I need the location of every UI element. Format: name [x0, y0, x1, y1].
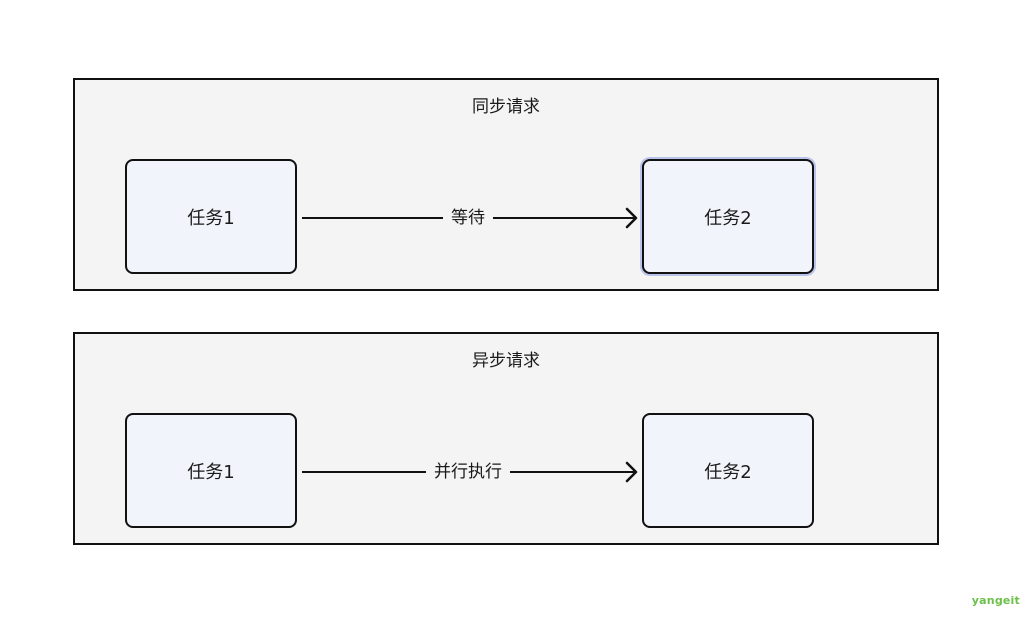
async-parallel-connector[interactable]: 并行执行 [302, 460, 642, 484]
watermark-text: yangeit [971, 594, 1020, 607]
sync-wait-connector[interactable]: 等待 [302, 206, 642, 230]
sync-task-2-node[interactable]: 任务2 [642, 159, 814, 274]
sync-arrow-label: 等待 [443, 207, 493, 229]
async-panel-title: 异步请求 [472, 351, 540, 371]
async-task-1-label: 任务1 [187, 461, 235, 483]
sync-task-1-label: 任务1 [187, 207, 235, 229]
sync-panel-title: 同步请求 [472, 97, 540, 117]
async-task-1-node[interactable]: 任务1 [125, 413, 297, 528]
async-request-panel: 异步请求 任务1 并行执行 任务2 [73, 332, 939, 545]
async-arrow-label: 并行执行 [426, 461, 510, 483]
sync-task-2-label: 任务2 [704, 207, 752, 229]
async-task-2-label: 任务2 [704, 461, 752, 483]
sync-request-panel: 同步请求 任务1 等待 任务2 [73, 78, 939, 291]
sync-task-1-node[interactable]: 任务1 [125, 159, 297, 274]
async-task-2-node[interactable]: 任务2 [642, 413, 814, 528]
